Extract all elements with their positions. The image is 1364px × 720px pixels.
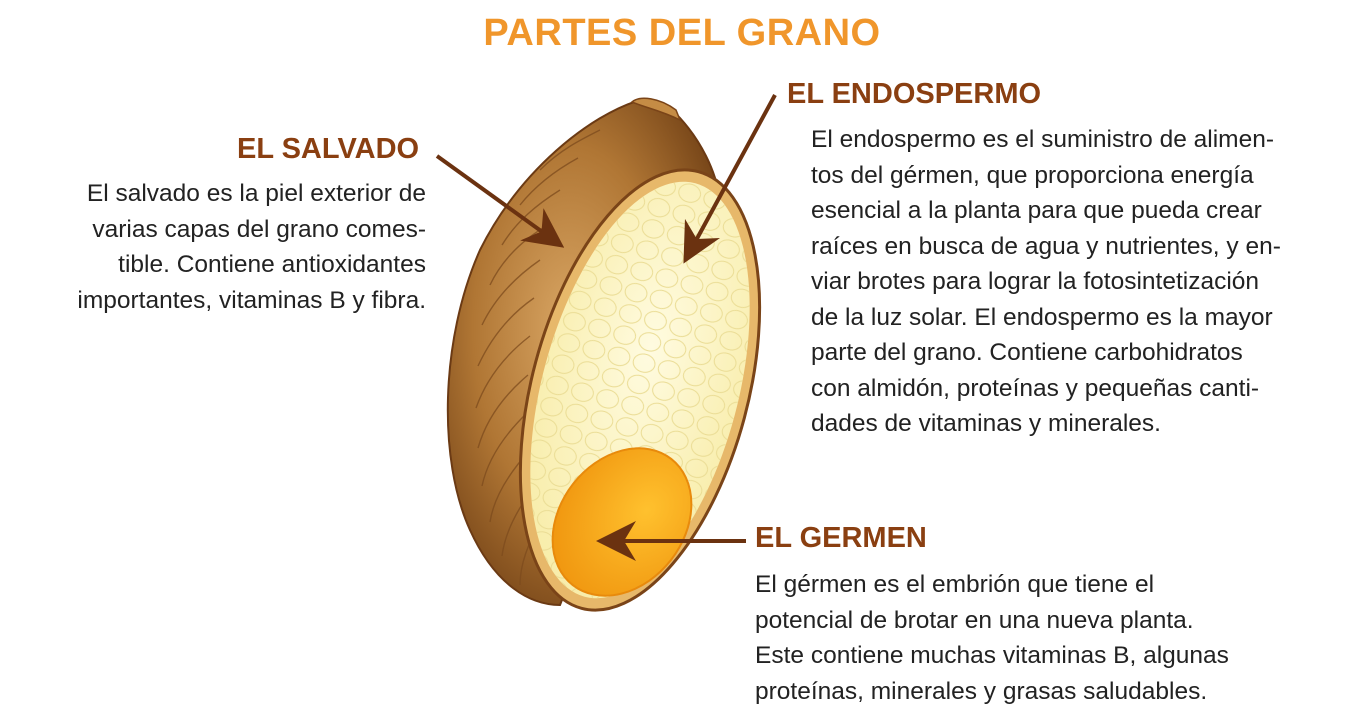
- endospermo-line: de la luz solar. El endospermo es la may…: [811, 303, 1273, 331]
- endospermo-line: El endospermo es el suministro de alimen…: [811, 126, 1274, 153]
- germen-line: El gérmen es el embrión que tiene el: [755, 571, 1155, 598]
- endospermo-description: El endospermo es el suministro de alimen…: [811, 122, 1351, 442]
- germen-line: Este contiene muchas vitaminas B, alguna…: [755, 642, 1229, 669]
- endosperm-arrow: [683, 94, 777, 264]
- endospermo-line: viar brotes para lograr la fotosintetiza…: [811, 268, 1260, 295]
- salvado-arrow: [435, 154, 565, 248]
- salvado-description: El salvado es la piel exterior de varias…: [14, 176, 426, 318]
- endospermo-line: con almidón, proteínas y pequeñas canti-: [811, 374, 1260, 402]
- diagram-title: PARTES DEL GRANO: [483, 12, 881, 54]
- salvado-line: varias capas del grano comes-: [92, 215, 426, 243]
- salvado-line: importantes, vitaminas B y fibra.: [77, 286, 426, 314]
- endospermo-line: dades de vitaminas y minerales.: [811, 410, 1161, 437]
- germen-line: proteínas, minerales y grasas saludables…: [755, 677, 1208, 705]
- endospermo-line: raíces en busca de agua y nutrientes, y …: [811, 232, 1281, 260]
- endospermo-line: tos del gérmen, que proporciona energía: [811, 161, 1254, 189]
- bran-tip: [630, 97, 682, 122]
- germen-heading: EL GERMEN: [755, 522, 927, 554]
- salvado-line: tible. Contiene antioxidantes: [118, 251, 426, 278]
- germen-description: El gérmen es el embrión que tiene el pot…: [755, 567, 1335, 709]
- salvado-heading: EL SALVADO: [237, 133, 420, 165]
- salvado-line: El salvado es la piel exterior de: [86, 180, 426, 207]
- endospermo-heading: EL ENDOSPERMO: [787, 78, 1042, 110]
- endospermo-line: esencial a la planta para que pueda crea…: [811, 197, 1262, 224]
- germen-line: potencial de brotar en una nueva planta.: [755, 606, 1194, 634]
- endospermo-line: parte del grano. Contiene carbohidratos: [811, 339, 1243, 366]
